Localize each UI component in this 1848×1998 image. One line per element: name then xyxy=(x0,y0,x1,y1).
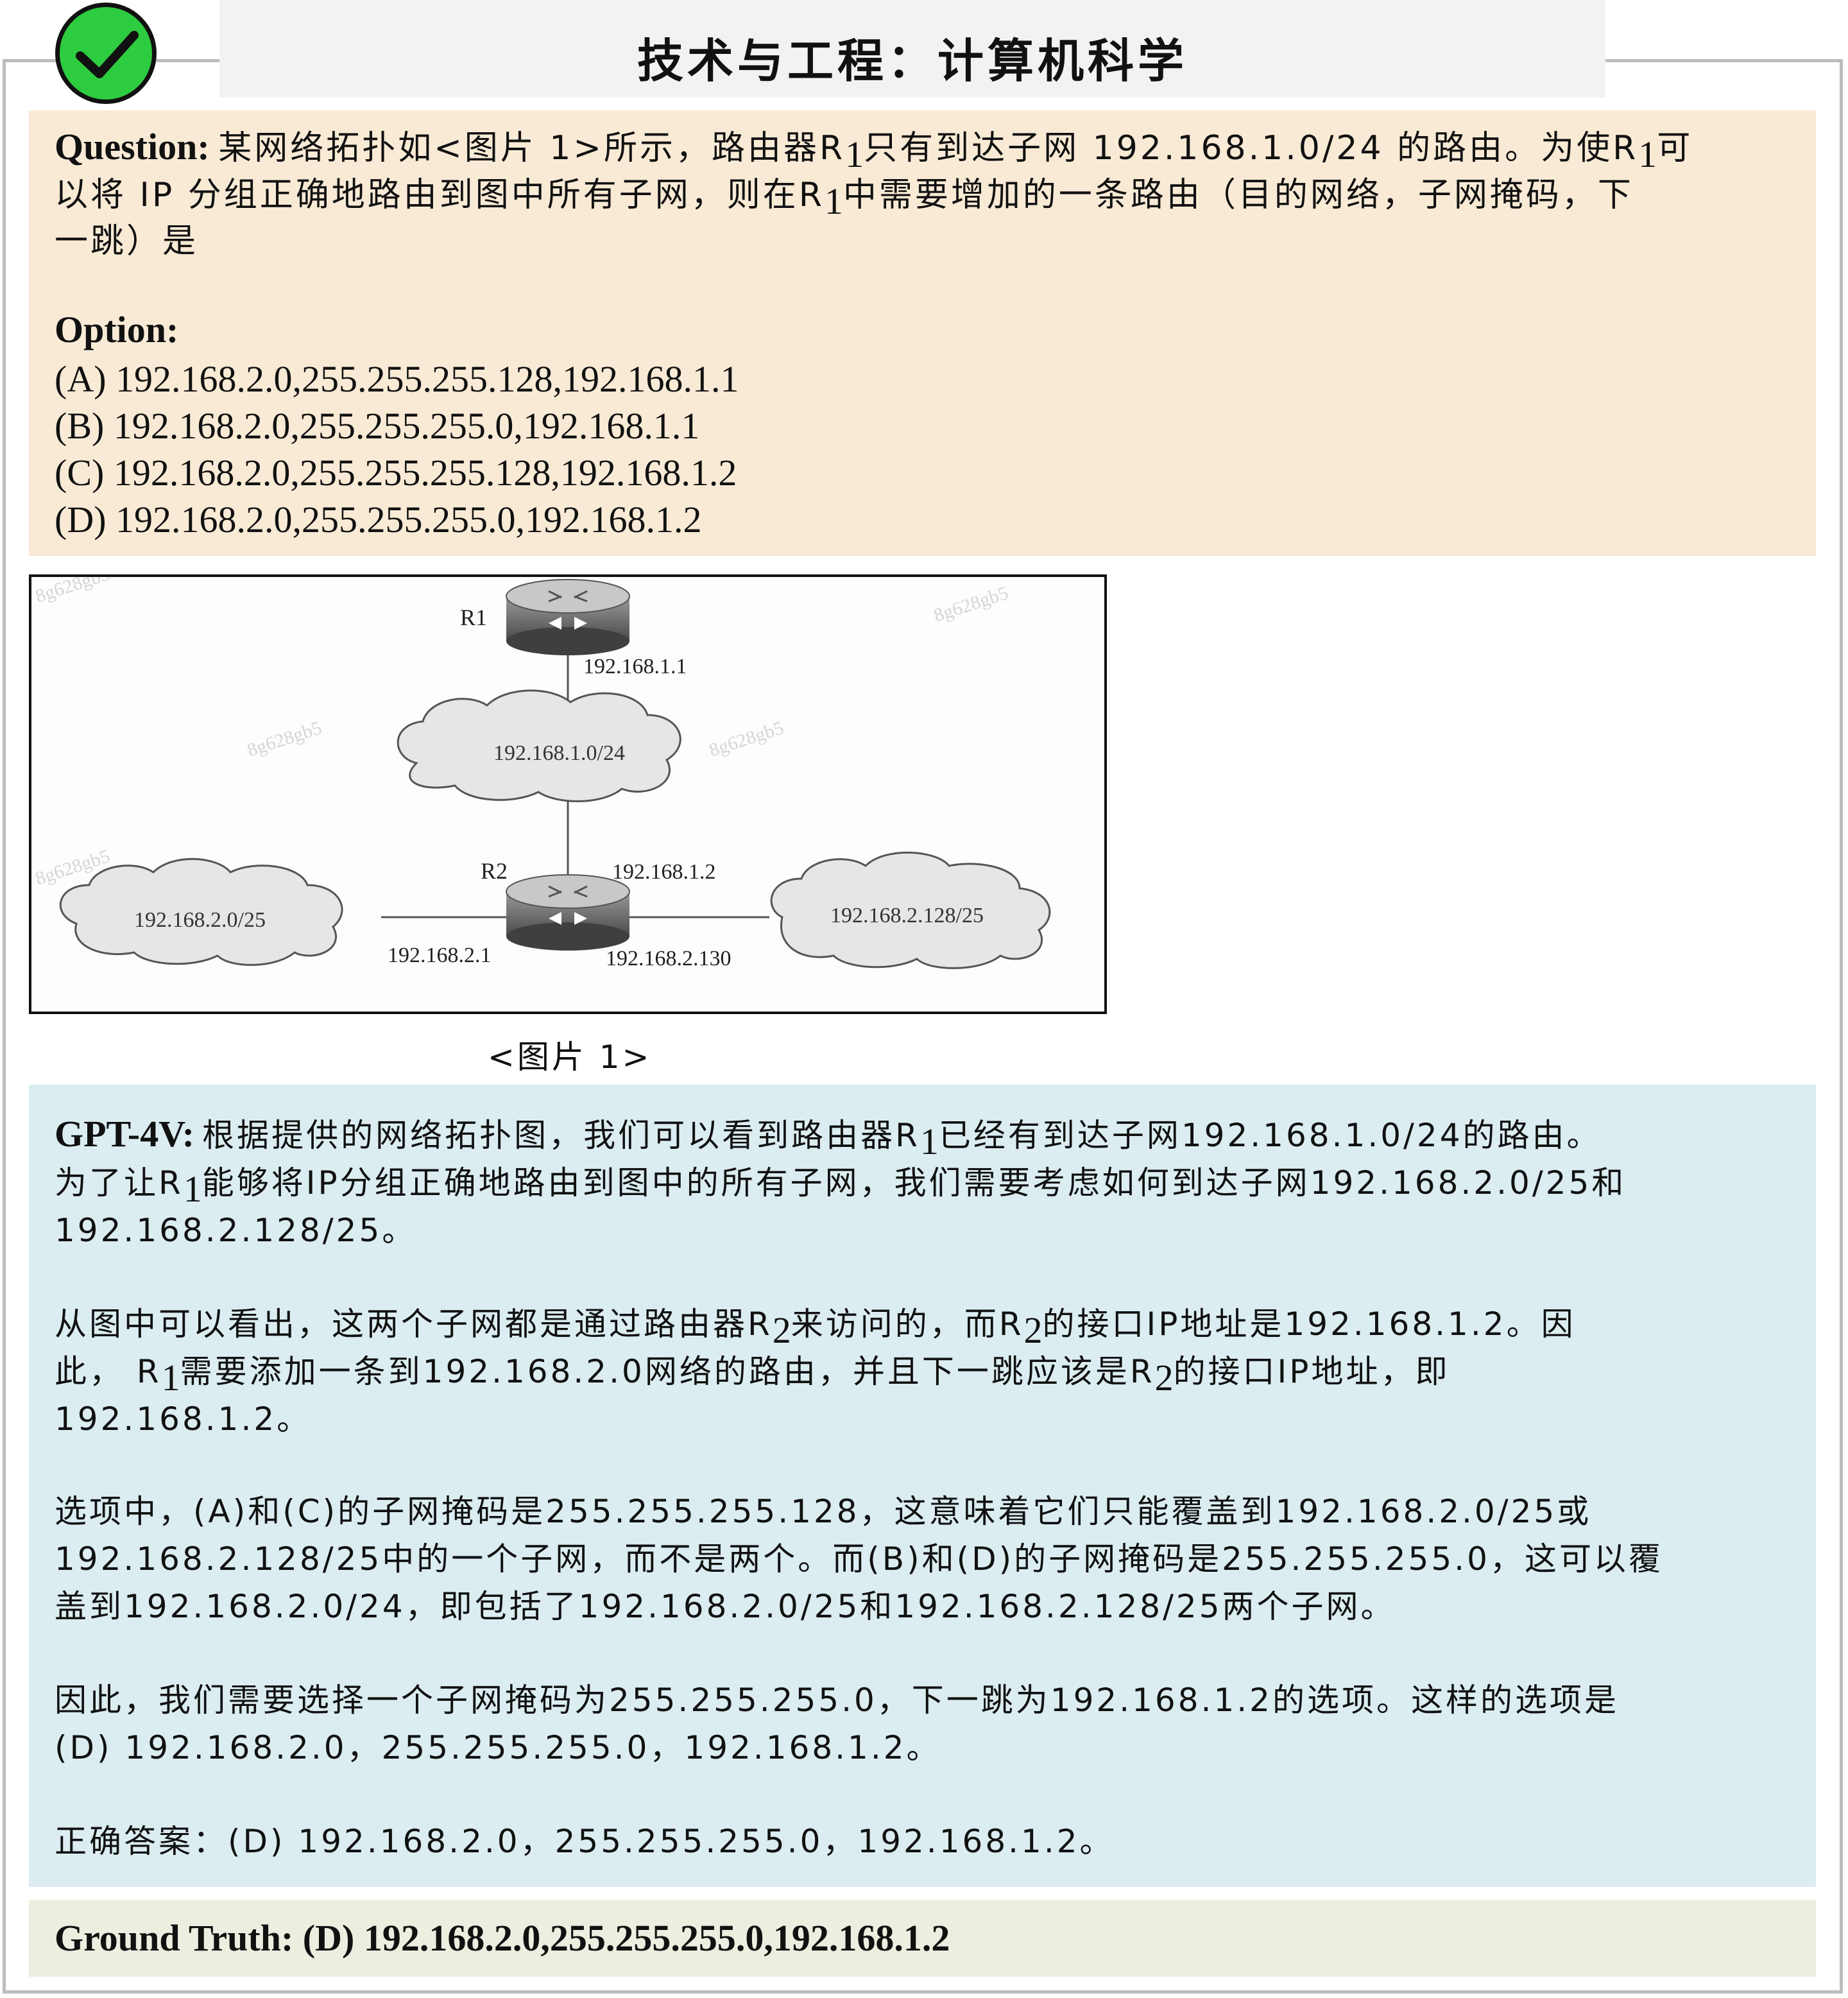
answer-para-5-line-1: 正确答案：(D) 192.168.2.0，255.255.255.0，192.1… xyxy=(55,1818,1790,1865)
model-answer-box: GPT-4V: 根据提供的网络拓扑图，我们可以看到路由器R1已经有到达子网192… xyxy=(29,1085,1816,1887)
router-r2-icon xyxy=(506,874,630,951)
answer-para-1-line-3: 192.168.2.128/25。 xyxy=(55,1207,1790,1254)
answer-text: 的接口IP地址，即 xyxy=(1173,1353,1450,1390)
question-text: 以将 IP 分组正确地路由到图中所有子网，则在R xyxy=(55,176,825,214)
question-text: 某网络拓扑如<图片 1>所示，路由器R xyxy=(218,129,846,168)
cloud-top-label: 192.168.1.0/24 xyxy=(493,741,625,765)
title-banner: 技术与工程：计算机科学 xyxy=(219,0,1605,98)
answer-para-1-line-1: GPT-4V: 根据提供的网络拓扑图，我们可以看到路由器R1已经有到达子网192… xyxy=(55,1112,1790,1163)
option-d: (D) 192.168.2.0,255.255.255.0,192.168.1.… xyxy=(55,499,702,540)
watermark-text: 8g628gb5 xyxy=(33,577,112,607)
r2-label: R2 xyxy=(481,858,508,884)
model-label: GPT-4V: xyxy=(55,1113,195,1155)
watermark-text: 8g628gb5 xyxy=(244,717,324,761)
option-c: (C) 192.168.2.0,255.255.255.128,192.168.… xyxy=(55,452,737,494)
page-title: 技术与工程：计算机科学 xyxy=(637,34,1188,88)
r2-top-ip-label: 192.168.1.2 xyxy=(612,860,716,884)
answer-para-4-line-2: (D) 192.168.2.0，255.255.255.0，192.168.1.… xyxy=(55,1724,1790,1771)
question-line-3: 一跳）是 xyxy=(55,217,1790,265)
answer-text: 正确答案：(D) 192.168.2.0，255.255.255.0，192.1… xyxy=(55,1823,1115,1860)
check-badge-icon xyxy=(55,3,157,104)
question-line-1: Question: 某网络拓扑如<图片 1>所示，路由器R1只有到达子网 192… xyxy=(55,123,1790,178)
answer-text: (D) 192.168.2.0，255.255.255.0，192.168.1.… xyxy=(55,1729,941,1766)
subscript: 1 xyxy=(183,1168,202,1210)
answer-para-4-line-1: 因此，我们需要选择一个子网掩码为255.255.255.0，下一跳为192.16… xyxy=(55,1676,1790,1724)
answer-para-2-line-2: 此， R1需要添加一条到192.168.2.0网络的路由，并且下一跳应该是R2的… xyxy=(55,1348,1790,1399)
question-label: Question: xyxy=(55,126,210,168)
subscript: 1 xyxy=(920,1121,939,1162)
question-line-2: 以将 IP 分组正确地路由到图中所有子网，则在R1中需要增加的一条路由（目的网络… xyxy=(55,171,1790,225)
answer-text: 需要添加一条到192.168.2.0网络的路由，并且下一跳应该是R xyxy=(180,1353,1155,1390)
r2-right-ip-label: 192.168.2.130 xyxy=(606,947,732,970)
option-a: (A) 192.168.2.0,255.255.255.128,192.168.… xyxy=(55,358,739,400)
subscript: 1 xyxy=(161,1357,180,1399)
r1-label: R1 xyxy=(460,605,487,630)
answer-text: 选项中，(A)和(C)的子网掩码是255.255.255.128，这意味着它们只… xyxy=(55,1493,1592,1530)
cloud-left-label: 192.168.2.0/25 xyxy=(134,908,266,932)
answer-para-3-line-3: 盖到192.168.2.0/24，即包括了192.168.2.0/25和192.… xyxy=(55,1583,1790,1630)
answer-para-1-line-2: 为了让R1能够将IP分组正确地路由到图中的所有子网，我们需要考虑如何到达子网19… xyxy=(55,1159,1790,1210)
answer-text: 为了让R xyxy=(55,1164,184,1201)
checkmark-icon xyxy=(76,31,139,78)
answer-text: 来访问的，而R xyxy=(791,1305,1024,1343)
cloud-left: 192.168.2.0/25 xyxy=(59,857,343,966)
figure-caption: <图片 1> xyxy=(488,1038,652,1076)
option-header: Option: xyxy=(55,308,1790,351)
question-text: 一跳）是 xyxy=(55,222,199,261)
answer-text: 从图中可以看出，这两个子网都是通过路由器R xyxy=(55,1305,773,1343)
cloud-right: 192.168.2.128/25 xyxy=(770,851,1051,969)
answer-para-2-line-1: 从图中可以看出，这两个子网都是通过路由器R2来访问的，而R2的接口IP地址是19… xyxy=(55,1300,1790,1352)
answer-text: 的接口IP地址是192.168.1.2。因 xyxy=(1042,1305,1576,1343)
answer-text: 192.168.2.128/25中的一个子网，而不是两个。而(B)和(D)的子网… xyxy=(55,1540,1663,1578)
answer-text: 根据提供的网络拓扑图，我们可以看到路由器R xyxy=(202,1117,920,1154)
question-text: 只有到达子网 192.168.1.0/24 的路由。为使R xyxy=(864,129,1639,168)
answer-text: 192.168.1.2。 xyxy=(55,1400,312,1438)
answer-text: 192.168.2.128/25。 xyxy=(55,1212,417,1249)
ground-truth-box: Ground Truth: (D) 192.168.2.0,255.255.25… xyxy=(29,1900,1816,1977)
watermark-text: 8g628gb5 xyxy=(706,717,786,761)
answer-text: 此， R xyxy=(55,1353,162,1390)
subscript: 2 xyxy=(1154,1357,1174,1399)
subscript: 2 xyxy=(772,1309,791,1351)
subscript: 1 xyxy=(1638,133,1657,175)
answer-para-3-line-1: 选项中，(A)和(C)的子网掩码是255.255.255.128，这意味着它们只… xyxy=(55,1488,1790,1535)
answer-text: 已经有到达子网192.168.1.0/24的路由。 xyxy=(938,1117,1602,1154)
answer-text: 能够将IP分组正确地路由到图中的所有子网，我们需要考虑如何到达子网192.168… xyxy=(201,1164,1627,1201)
answer-text: 盖到192.168.2.0/24，即包括了192.168.2.0/25和192.… xyxy=(55,1588,1396,1625)
router-r1-icon xyxy=(506,579,630,655)
answer-para-3-line-2: 192.168.2.128/25中的一个子网，而不是两个。而(B)和(D)的子网… xyxy=(55,1535,1790,1583)
subscript: 1 xyxy=(824,180,843,222)
r1-ip-label: 192.168.1.1 xyxy=(583,655,687,678)
cloud-top: 192.168.1.0/24 xyxy=(397,689,681,802)
option-b: (B) 192.168.2.0,255.255.255.0,192.168.1.… xyxy=(55,405,700,447)
cloud-right-label: 192.168.2.128/25 xyxy=(830,904,984,927)
watermark-text: 8g628gb5 xyxy=(931,582,1011,626)
question-box: Question: 某网络拓扑如<图片 1>所示，路由器R1只有到达子网 192… xyxy=(29,110,1816,556)
subscript: 1 xyxy=(845,133,864,175)
r2-left-ip-label: 192.168.2.1 xyxy=(388,943,492,967)
subscript: 2 xyxy=(1023,1309,1043,1351)
answer-para-2-line-3: 192.168.1.2。 xyxy=(55,1395,1790,1443)
question-text: 中需要增加的一条路由（目的网络，子网掩码，下 xyxy=(843,176,1634,214)
answer-text: 因此，我们需要选择一个子网掩码为255.255.255.0，下一跳为192.16… xyxy=(55,1682,1619,1719)
ground-truth-text: Ground Truth: (D) 192.168.2.0,255.255.25… xyxy=(55,1917,950,1959)
question-text: 可 xyxy=(1657,129,1693,168)
network-topology-figure: 8g628gb5 8g628gb5 8g628gb5 8g628gb5 8g62… xyxy=(29,563,1107,1014)
option-label: Option: xyxy=(55,309,179,350)
